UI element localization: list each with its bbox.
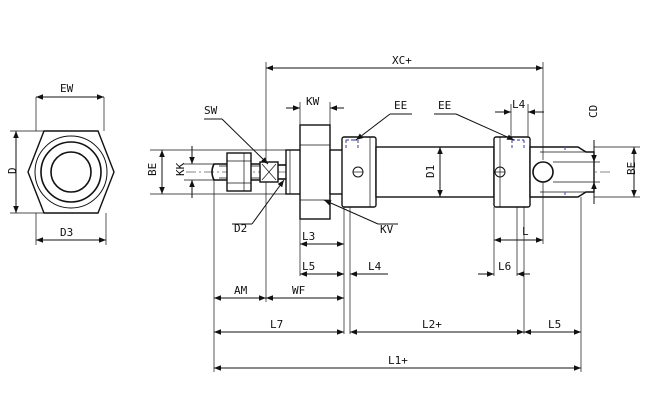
label-l3: L3 (302, 230, 315, 243)
label-l2: L2+ (422, 318, 442, 331)
label-l6: L6 (498, 260, 511, 273)
label-ee-right: EE (438, 99, 451, 112)
label-l5-mid: L5 (302, 260, 315, 273)
d2-leader (251, 179, 285, 225)
rear-clevis (529, 146, 595, 198)
end-view-outer-circle (34, 135, 108, 209)
ee-right-leader (455, 113, 515, 141)
label-l4-top: L4 (512, 98, 526, 111)
front-port-marker (345, 139, 359, 150)
label-kv: KV (380, 223, 394, 236)
label-wf: WF (292, 284, 305, 297)
label-cd: CD (587, 105, 600, 118)
end-view-inner-circle (50, 151, 92, 193)
label-l: L (522, 225, 529, 238)
side-view (186, 124, 612, 220)
label-l7: L7 (270, 318, 283, 331)
label-d: D (6, 167, 19, 174)
label-kw: KW (306, 95, 320, 108)
end-view: EW D D3 (6, 82, 115, 245)
mounting-nut (299, 124, 331, 220)
label-d2: D2 (234, 222, 247, 235)
end-view-middle-circle (40, 141, 102, 203)
label-d3: D3 (60, 226, 73, 239)
label-kk: KK (174, 162, 187, 176)
label-ee-left: EE (394, 99, 407, 112)
sw-leader (221, 118, 269, 165)
side-view-dimensions: XC+ KW SW EE EE L4 CD BE (146, 54, 640, 372)
label-l4-mid: L4 (368, 260, 382, 273)
label-d1: D1 (424, 165, 437, 178)
label-sw: SW (204, 104, 218, 117)
label-l1: L1+ (388, 354, 408, 367)
label-ew: EW (60, 82, 74, 95)
label-be-right: BE (625, 162, 638, 175)
ee-left-leader (355, 113, 391, 141)
label-am: AM (234, 284, 248, 297)
label-be-left: BE (146, 163, 159, 176)
label-l5-right: L5 (548, 318, 561, 331)
rod-thread (211, 163, 267, 181)
kv-leader (323, 199, 379, 225)
label-xc: XC+ (392, 54, 412, 67)
rod-lock-nut (226, 152, 252, 192)
